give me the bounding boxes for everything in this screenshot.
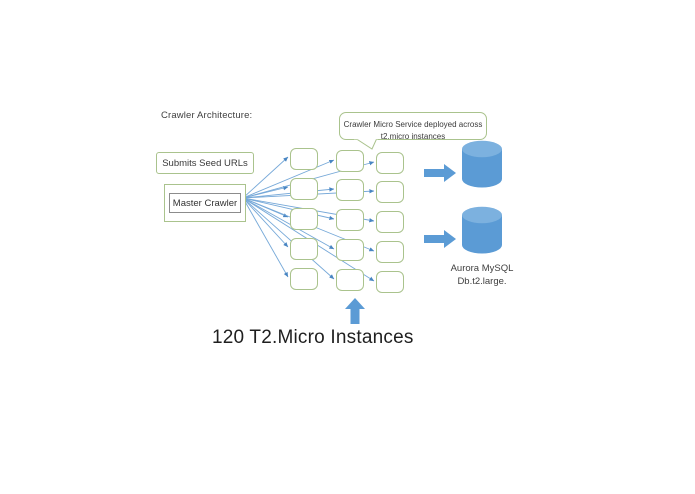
microservice-node <box>290 148 318 170</box>
microservice-node <box>336 179 364 201</box>
master-crawler-box: Master Crawler <box>169 193 241 213</box>
microservice-node <box>336 269 364 291</box>
microservice-node <box>336 209 364 231</box>
microservice-node <box>336 239 364 261</box>
microservice-node <box>376 241 404 263</box>
submits-seed-urls-box: Submits Seed URLs <box>156 152 254 174</box>
microservice-node <box>290 238 318 260</box>
callout-line-2: t2.micro instances <box>380 131 446 141</box>
db-arrow-top-icon <box>424 164 456 182</box>
callout-line-1: Crawler Micro Service deployed across <box>343 120 483 129</box>
microservice-node <box>290 178 318 200</box>
instances-caption: 120 T2.Micro Instances <box>212 327 414 348</box>
microservice-callout: Crawler Micro Service deployed across t2… <box>339 112 487 141</box>
db-arrow-bottom-icon <box>424 230 456 248</box>
microservice-node <box>336 150 364 172</box>
master-crawler-container: Master Crawler <box>164 184 246 222</box>
microservice-node <box>290 268 318 290</box>
page-title: Crawler Architecture: <box>161 110 253 121</box>
microservice-node <box>376 211 404 233</box>
microservice-node <box>376 181 404 203</box>
database-caption-line-2: Db.t2.large. <box>457 276 507 287</box>
database-cylinder-top-icon <box>462 140 502 188</box>
database-cylinder-bottom-icon <box>462 206 502 254</box>
instances-up-arrow-icon <box>345 298 365 324</box>
microservice-node <box>376 271 404 293</box>
microservice-node <box>376 152 404 174</box>
callout-tail-icon <box>354 138 378 150</box>
microservice-node <box>290 208 318 230</box>
database-caption-line-1: Aurora MySQL <box>450 263 514 274</box>
database-caption: Aurora MySQL Db.t2.large. <box>424 262 540 288</box>
